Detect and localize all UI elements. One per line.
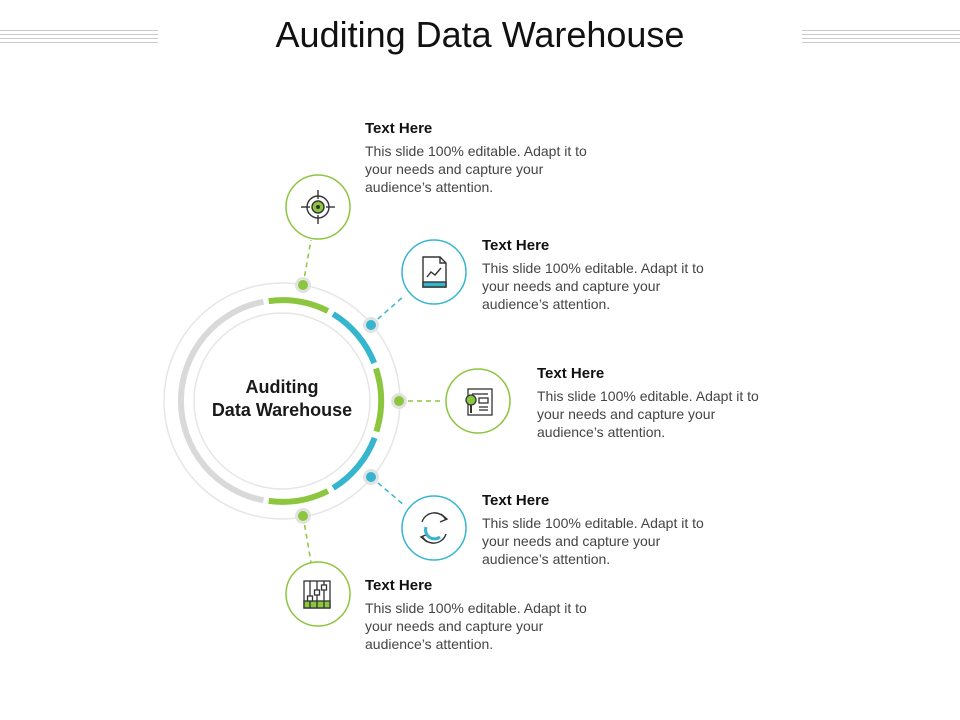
refresh-cycle-icon [419, 512, 449, 544]
item-title: Text Here [365, 120, 433, 137]
item-description: This slide 100% editable. Adapt it to yo… [537, 388, 759, 440]
connector-dot-4 [363, 469, 379, 485]
icon-circle-4 [401, 495, 467, 561]
connector-dot-2 [363, 317, 379, 333]
ring-arc-gray [177, 298, 265, 504]
decorative-lines-right [802, 30, 960, 46]
center-label-line-2: Data Warehouse [211, 400, 353, 420]
item-title: Text Here [365, 577, 433, 594]
item-description: This slide 100% editable. Adapt it to yo… [482, 260, 704, 312]
connector-5 [302, 515, 312, 563]
ring-arc-segment-3 [373, 367, 385, 433]
ring-arc-segment-4 [331, 436, 378, 491]
item-3: Text Here This slide 100% editable. Adap… [537, 365, 787, 441]
decorative-lines-left [0, 30, 158, 46]
connector-4 [370, 476, 405, 506]
target-icon [301, 190, 335, 224]
inner-ring [193, 312, 371, 490]
page-title: Auditing Data Warehouse [275, 14, 685, 55]
report-search-icon [465, 388, 493, 416]
item-title: Text Here [482, 237, 550, 254]
connector-2 [370, 295, 405, 326]
item-description: This slide 100% editable. Adapt it to yo… [365, 143, 587, 195]
item-title: Text Here [537, 365, 605, 382]
center-label: Auditing Data Warehouse [200, 376, 364, 422]
item-title: Text Here [482, 492, 550, 509]
ring-arc-segment-2 [331, 311, 377, 365]
connector-dot-5 [295, 508, 311, 524]
connector-dot-1 [295, 277, 311, 293]
item-description: This slide 100% editable. Adapt it to yo… [365, 600, 587, 652]
sliders-icon [303, 580, 331, 609]
item-5: Text Here This slide 100% editable. Adap… [365, 577, 615, 653]
item-1: Text Here This slide 100% editable. Adap… [365, 120, 615, 196]
document-chart-icon [422, 256, 447, 288]
item-2: Text Here This slide 100% editable. Adap… [482, 237, 732, 313]
center-label-line-1: Auditing [245, 377, 319, 397]
ring-arc-segment-1 [268, 297, 330, 314]
item-description: This slide 100% editable. Adapt it to yo… [482, 515, 704, 567]
item-4: Text Here This slide 100% editable. Adap… [482, 492, 732, 568]
ring-arc-segment-5 [268, 488, 330, 505]
connector-dot-3 [391, 393, 407, 409]
connector-1 [302, 239, 312, 286]
